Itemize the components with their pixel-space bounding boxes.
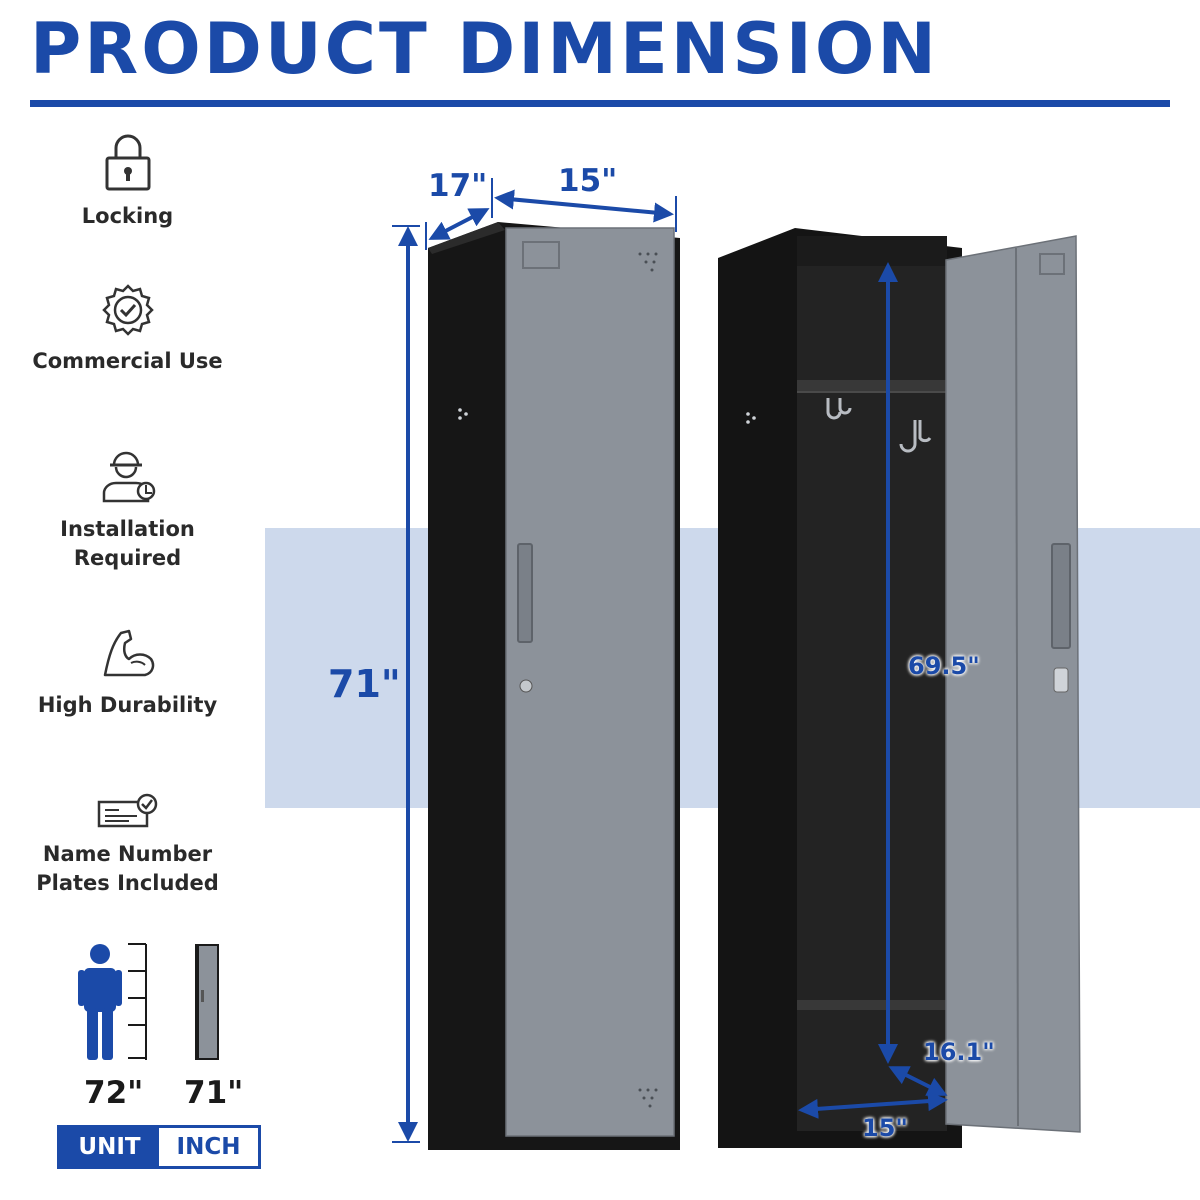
size-comparison-figure	[78, 943, 219, 1060]
page-title: PRODUCT DIMENSION	[30, 8, 939, 90]
worker-wrench-icon	[102, 451, 155, 503]
height-label: 71"	[328, 662, 401, 706]
name-plate-icon	[97, 793, 157, 828]
feature-label: Commercial Use	[32, 349, 223, 373]
depth-label: 17"	[428, 168, 488, 204]
locker-height-label: 71"	[184, 1075, 244, 1111]
person-icon	[78, 944, 122, 1060]
feature-installation: Installation Required	[20, 445, 235, 573]
flexed-arm-icon	[103, 629, 154, 677]
feature-high-durability: High Durability	[20, 625, 235, 720]
closed-locker	[428, 222, 680, 1150]
certified-badge-icon	[101, 284, 154, 336]
inner-width-label: 15"	[862, 1114, 908, 1142]
unit-value: INCH	[159, 1128, 258, 1166]
feature-label: Installation Required	[60, 517, 195, 570]
inner-height-label: 69.5"	[908, 652, 980, 680]
door-depth-label: 16.1"	[923, 1038, 995, 1066]
feature-label: Locking	[81, 204, 174, 228]
lock-icon	[105, 134, 150, 191]
width-label: 15"	[558, 163, 618, 199]
feature-commercial-use: Commercial Use	[20, 283, 235, 376]
open-locker	[718, 228, 1081, 1148]
person-height-label: 72"	[84, 1075, 144, 1111]
feature-label: High Durability	[37, 693, 218, 717]
dimension-lines	[398, 189, 948, 1142]
unit-label: UNIT	[60, 1128, 159, 1166]
feature-label: Name Number Plates Included	[36, 842, 219, 895]
feature-name-plates: Name Number Plates Included	[20, 792, 235, 898]
title-underline	[30, 100, 1170, 107]
feature-locking: Locking	[20, 130, 235, 231]
unit-indicator: UNIT INCH	[57, 1125, 261, 1169]
mini-locker-icon	[195, 944, 219, 1060]
